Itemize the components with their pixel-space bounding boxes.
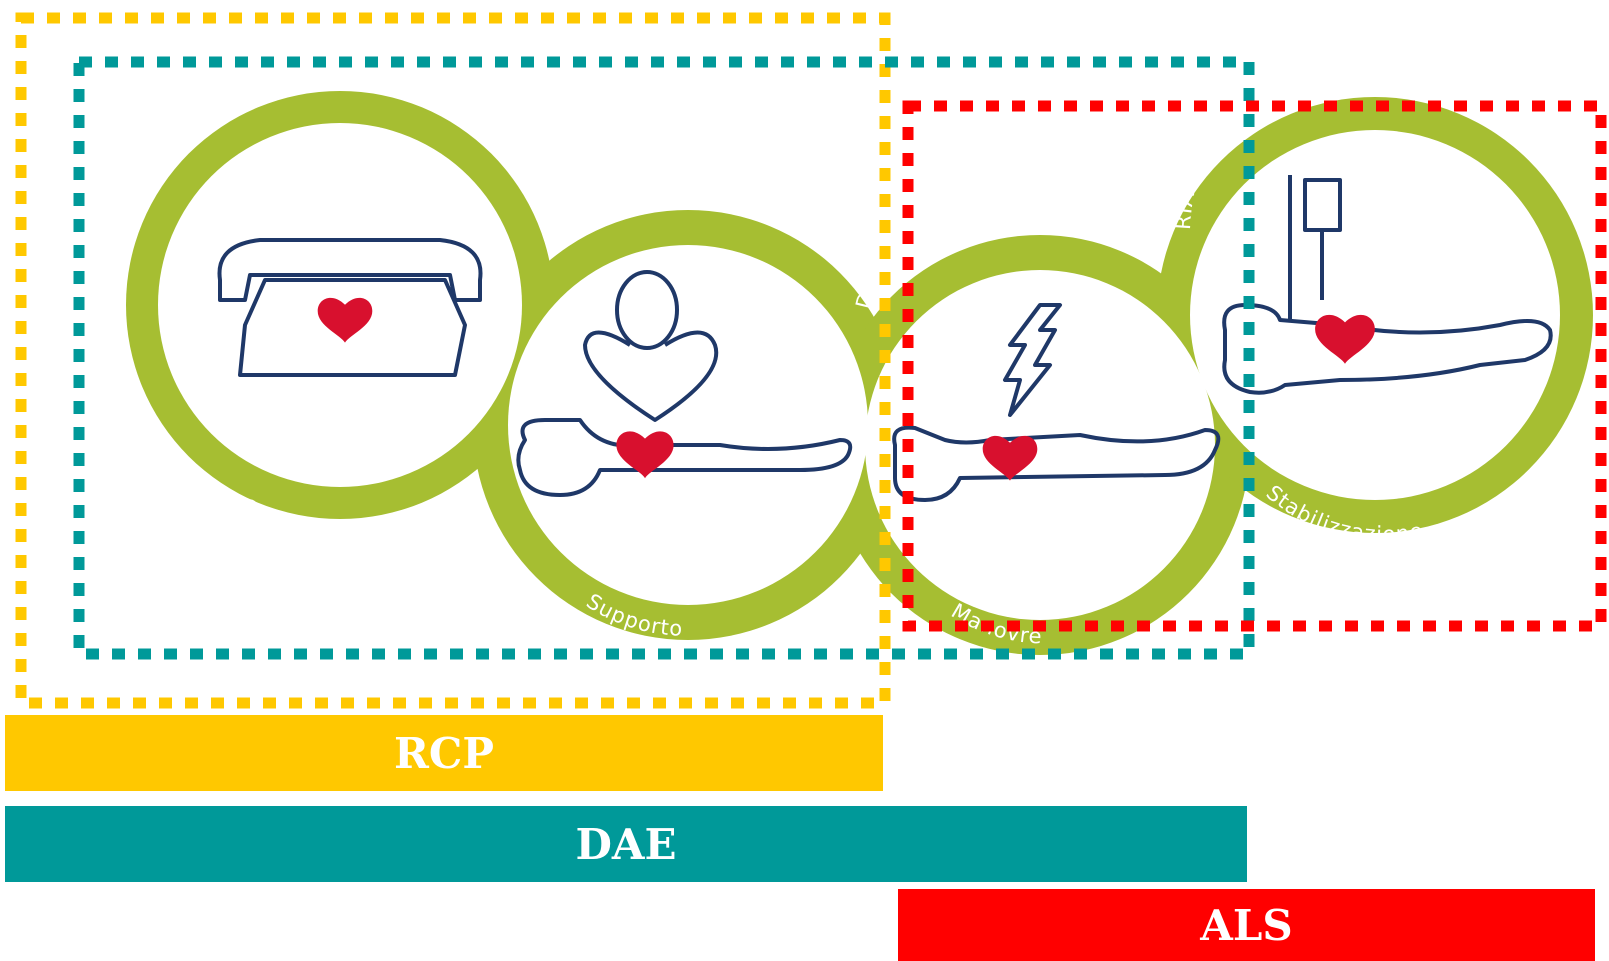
als-group-outline — [902, 100, 1607, 632]
group-outlines — [15, 12, 1607, 709]
als-label: ALS — [1200, 900, 1293, 950]
dae-bar: DAE — [5, 806, 1247, 882]
telephone-icon — [217, 238, 483, 377]
dae-label: DAE — [575, 819, 677, 869]
dae-group-outline — [73, 56, 1255, 660]
rcp-group-outline — [15, 12, 891, 709]
rcp-label: RCP — [394, 728, 494, 778]
rcp-bar: RCP — [5, 715, 883, 791]
iv-drip-patient-icon — [1222, 175, 1553, 395]
cpr-rescuer-icon — [516, 270, 853, 497]
chain-rings — [126, 91, 1593, 655]
defibrillation-shock-icon — [892, 303, 1221, 502]
als-bar: ALS — [898, 889, 1595, 961]
